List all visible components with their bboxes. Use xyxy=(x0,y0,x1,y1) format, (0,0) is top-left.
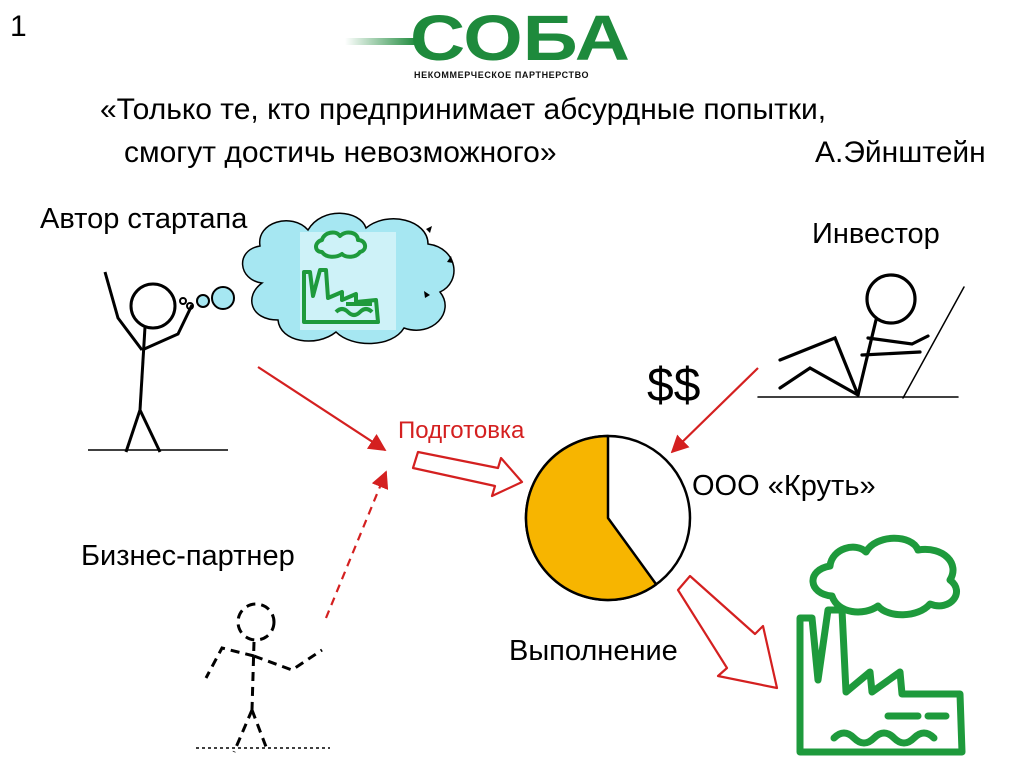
quote-line-2: смогут достичь невозможного» xyxy=(124,136,557,169)
label-investor: Инвестор xyxy=(812,218,940,250)
arrows xyxy=(257,366,759,619)
preparation-arrow xyxy=(411,450,524,498)
label-preparation: Подготовка xyxy=(398,417,525,444)
logo-text: СОБА xyxy=(410,2,630,74)
partner-arrow xyxy=(324,470,389,619)
big-factory-icon xyxy=(796,534,966,756)
investor-figure-icon xyxy=(757,273,965,399)
partner-figure-icon xyxy=(196,602,330,753)
logo-swoosh xyxy=(345,38,417,45)
company-pie xyxy=(524,434,692,602)
logo-subtitle: НЕКОММЕРЧЕСКОЕ ПАРТНЕРСТВО xyxy=(414,70,590,80)
label-money: $$ xyxy=(647,359,701,412)
author-arrow xyxy=(257,366,387,451)
investor-arrow xyxy=(670,367,759,454)
logo: СОБА xyxy=(345,2,630,74)
label-company: ООО «Круть» xyxy=(692,470,876,502)
quote-line-1: «Только те, кто предпринимает абсурдные … xyxy=(100,93,827,126)
label-author: Автор стартапа xyxy=(40,203,248,235)
execution-arrow xyxy=(676,574,779,690)
label-partner: Бизнес-партнер xyxy=(81,540,295,572)
quote-author: А.Эйнштейн xyxy=(815,136,986,169)
author-figure-icon xyxy=(88,271,228,453)
small-factory-icon xyxy=(302,230,380,324)
pie-share-slice xyxy=(524,434,658,602)
label-execution: Выполнение xyxy=(509,635,678,667)
slide-number: 1 xyxy=(10,10,27,43)
thought-bubbles xyxy=(179,286,235,310)
